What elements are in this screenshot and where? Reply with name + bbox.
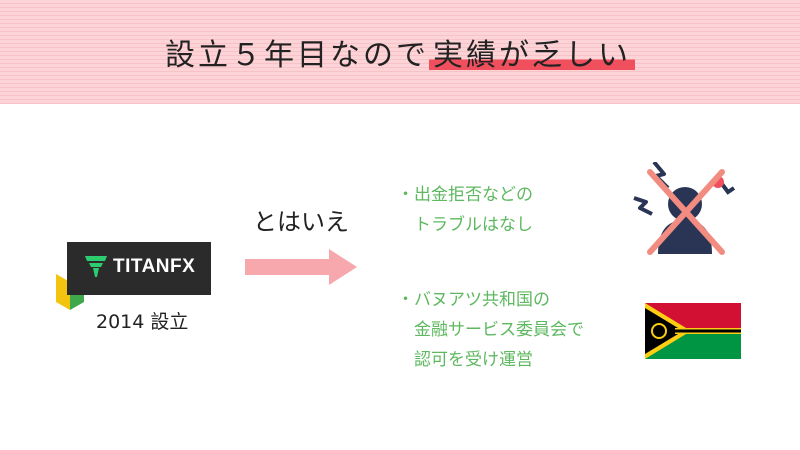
established-caption: 2014 設立 [96, 311, 189, 333]
however-label: とはいえ [253, 208, 349, 236]
page-title: 設立５年目なので実績が乏しい [0, 30, 800, 74]
bullet-line: 認可を受け運営 [414, 350, 533, 370]
title-prefix: 設立５年目なので [165, 38, 429, 73]
bullet-marker: ・ [397, 290, 414, 310]
titanfx-logo [67, 242, 211, 295]
bullet-line: 出金拒否などの [414, 185, 533, 205]
right-arrow-icon [245, 249, 357, 285]
bullet-line: 金融サービス委員会で [414, 320, 584, 340]
titan-logo-icon [85, 256, 107, 277]
logo-brand-text: TITANFX [113, 256, 196, 277]
header-banner [0, 0, 800, 104]
bullet-marker: ・ [397, 185, 414, 205]
frustrated-person-icon [633, 162, 736, 255]
bullet-no-trouble: ・出金拒否などの トラブルはなし [397, 180, 533, 240]
bullet-regulation: ・バヌアツ共和国の 金融サービス委員会で 認可を受け運営 [397, 285, 584, 375]
vanuatu-flag-icon [645, 303, 741, 359]
bullet-line: バヌアツ共和国の [414, 290, 550, 310]
title-highlight: 実績が乏しい [429, 38, 635, 73]
bullet-line: トラブルはなし [414, 215, 533, 235]
